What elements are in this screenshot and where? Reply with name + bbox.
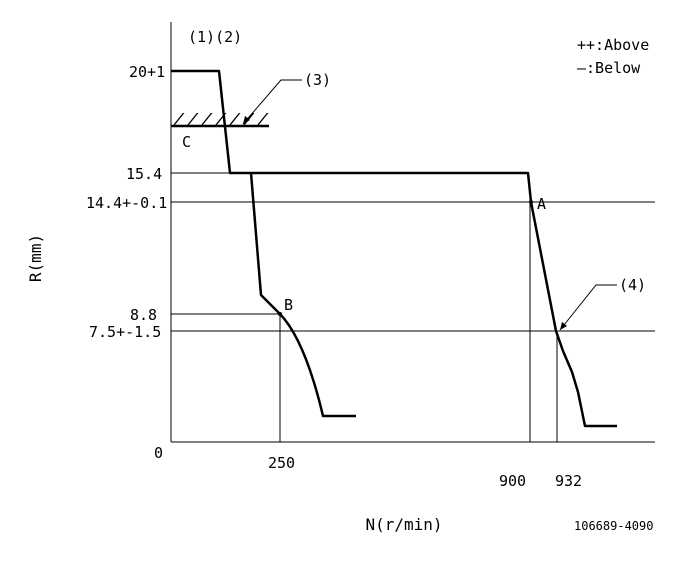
callout-4-label: (4) [619,276,646,294]
callout-3-leader [242,79,302,125]
x-tick-900: 900 [499,472,526,490]
point-a-label: A [537,195,546,213]
y-tick-8-8: 8.8 [130,306,157,324]
notes-label: (1)(2) [188,28,242,46]
y-tick-20: 20+1 [129,63,165,81]
y-tick-7-5: 7.5+-1.5 [89,323,161,341]
point-b-marker [278,312,282,316]
x-axis-title: N(r/min) [365,515,442,534]
origin-label: 0 [154,444,163,462]
drawing-code: 106689-4090 [574,519,653,533]
callout-4-leader [559,284,617,331]
callout-3-label: (3) [304,71,331,89]
y-axis-title: R(mm) [26,234,45,282]
legend-above: ++:Above [577,36,649,54]
point-c-label: C [182,133,191,151]
point-b-label: B [284,296,293,314]
y-tick-15-4: 15.4 [126,165,162,183]
full-load-curve [171,69,617,428]
callout-4-arrowhead [560,322,567,330]
legend-below: —:Below [577,59,641,77]
idle-curve [249,172,356,418]
callout-3-arrowhead [243,116,250,124]
y-tick-14-4: 14.4+-0.1 [86,194,167,212]
x-tick-250: 250 [268,454,295,472]
point-a-marker [529,200,533,204]
x-tick-932: 932 [555,472,582,490]
